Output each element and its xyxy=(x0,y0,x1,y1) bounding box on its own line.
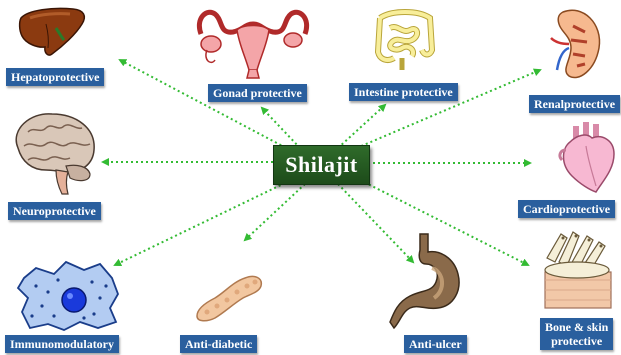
bone-skin-icon xyxy=(537,228,617,312)
label-gonad-protective: Gonad protective xyxy=(208,84,307,102)
label-anti-ulcer: Anti-ulcer xyxy=(404,335,467,353)
label-bone-skin-line2: protective xyxy=(545,334,608,348)
intestine-icon xyxy=(372,6,438,76)
arrow-to-gonad-protective xyxy=(262,108,300,148)
label-immunomodulatory: Immunomodulatory xyxy=(5,335,119,353)
pancreas-icon xyxy=(193,268,265,326)
label-intestine-protective: Intestine protective xyxy=(349,83,458,101)
label-bone-skin-protective: Bone & skin protective xyxy=(540,318,613,350)
arrow-to-immunomodulatory xyxy=(115,183,285,265)
kidney-icon xyxy=(549,6,605,88)
label-hepatoprotective: Hepatoprotective xyxy=(6,68,104,86)
immune-cell-icon xyxy=(14,258,124,334)
heart-icon xyxy=(556,116,620,194)
liver-icon xyxy=(18,4,88,62)
brain-icon xyxy=(6,108,100,198)
label-bone-skin-line1: Bone & skin xyxy=(545,320,608,334)
arrow-to-anti-diabetic xyxy=(245,184,305,240)
arrow-to-intestine-protective xyxy=(338,105,385,148)
stomach-icon xyxy=(388,232,464,332)
label-neuroprotective: Neuroprotective xyxy=(8,202,101,220)
center-node-shilajit: Shilajit xyxy=(273,145,370,185)
label-renalprotective: Renalprotective xyxy=(529,95,620,113)
label-anti-diabetic: Anti-diabetic xyxy=(180,335,257,353)
label-cardioprotective: Cardioprotective xyxy=(518,200,615,218)
reproductive-organ-icon xyxy=(193,4,313,80)
